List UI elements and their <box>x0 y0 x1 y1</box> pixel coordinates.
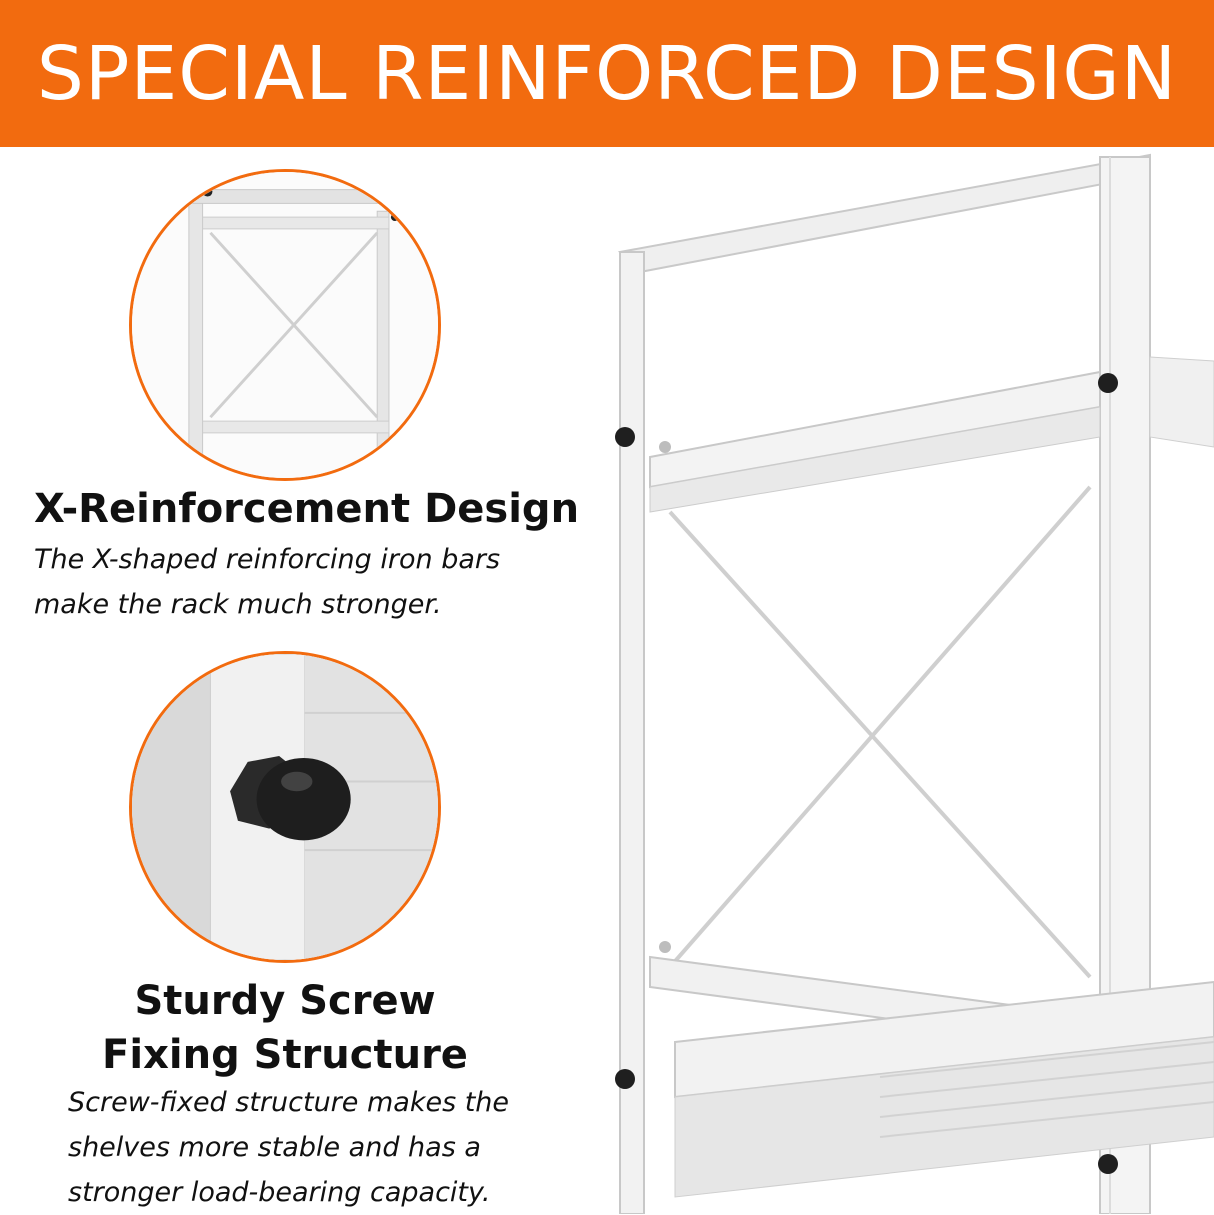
description-line: make the rack much stronger. <box>34 589 442 620</box>
feature-description-x-reinforcement: The X-shaped reinforcing iron bars make … <box>34 537 554 627</box>
description-line: Screw-fixed structure makes the <box>68 1087 510 1118</box>
x-brace-closeup-icon <box>129 169 441 481</box>
description-line: stronger load-bearing capacity. <box>68 1177 491 1208</box>
white-metal-shelving-rack-icon <box>590 147 1214 1214</box>
title-line: Fixing Structure <box>102 1032 468 1078</box>
page-title: SPECIAL REINFORCED DESIGN <box>36 30 1178 117</box>
feature-description-screw-fixing: Screw-fixed structure makes the shelves … <box>68 1080 568 1215</box>
description-line: shelves more stable and has a <box>68 1132 481 1163</box>
header-banner: SPECIAL REINFORCED DESIGN <box>0 0 1214 147</box>
description-line: The X-shaped reinforcing iron bars <box>34 544 501 575</box>
screw-cap-closeup-icon <box>129 651 441 963</box>
title-line: Sturdy Screw <box>134 978 436 1024</box>
feature-title-screw-fixing: Sturdy Screw Fixing Structure <box>0 974 570 1082</box>
feature-title-x-reinforcement: X-Reinforcement Design <box>34 486 580 532</box>
